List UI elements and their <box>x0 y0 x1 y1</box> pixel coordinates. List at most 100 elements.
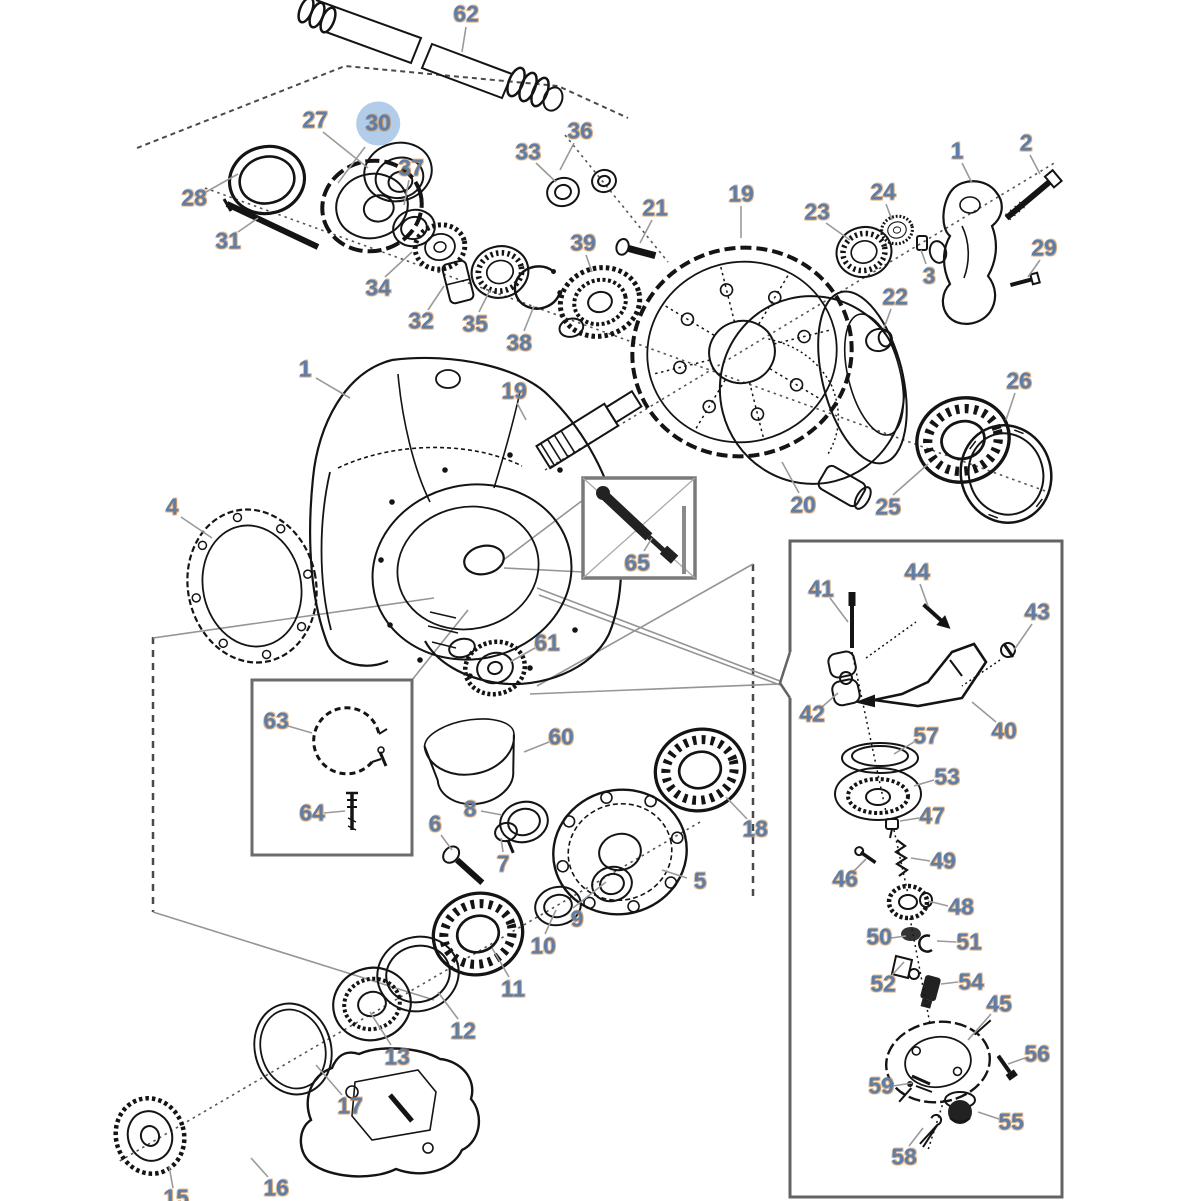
leader-line-2 <box>1029 154 1041 175</box>
part-12-ring <box>376 935 460 1013</box>
part-label-18[interactable]: 18 <box>742 815 768 842</box>
part-label-46[interactable]: 46 <box>832 865 858 892</box>
part-label-29[interactable]: 29 <box>1031 234 1057 261</box>
part-label-65[interactable]: 65 <box>624 549 650 576</box>
leader-line-8 <box>480 810 503 816</box>
leader-line-60 <box>523 741 550 753</box>
part-label-16[interactable]: 16 <box>263 1174 289 1201</box>
part-label-22[interactable]: 22 <box>882 283 908 310</box>
leader-lines <box>168 26 1041 1189</box>
part-label-4[interactable]: 4 <box>165 493 179 520</box>
part-label-19[interactable]: 19 <box>501 377 527 404</box>
part-label-7[interactable]: 7 <box>496 850 510 877</box>
part-label-20[interactable]: 20 <box>790 491 816 518</box>
part-26-ring <box>959 424 1053 524</box>
part-label-1[interactable]: 1 <box>950 137 964 164</box>
part-label-13[interactable]: 13 <box>384 1043 410 1070</box>
part-label-21[interactable]: 21 <box>642 194 668 221</box>
part-label-33[interactable]: 33 <box>515 138 541 165</box>
part-label-30-highlighted[interactable]: 30 <box>365 109 391 136</box>
part-label-61[interactable]: 61 <box>534 629 560 656</box>
part-31-pin <box>222 198 320 250</box>
part-label-47[interactable]: 47 <box>919 802 945 829</box>
part-label-43[interactable]: 43 <box>1024 598 1050 625</box>
part-label-58[interactable]: 58 <box>891 1143 917 1170</box>
part-label-27[interactable]: 27 <box>302 106 328 133</box>
leader-line-11 <box>491 947 510 978</box>
part-label-25[interactable]: 25 <box>875 493 901 520</box>
part-label-11[interactable]: 11 <box>500 975 526 1002</box>
part-label-23[interactable]: 23 <box>804 198 830 225</box>
part-label-59[interactable]: 59 <box>868 1072 894 1099</box>
part-label-44[interactable]: 44 <box>904 558 930 585</box>
leader-line-5 <box>661 869 688 879</box>
part-label-32[interactable]: 32 <box>408 307 434 334</box>
leader-line-41 <box>829 597 849 623</box>
part-label-41[interactable]: 41 <box>808 575 834 602</box>
part-label-2[interactable]: 2 <box>1019 129 1033 156</box>
leader-line-38 <box>523 305 535 332</box>
part-label-53[interactable]: 53 <box>934 763 960 790</box>
part-label-57[interactable]: 57 <box>913 722 939 749</box>
part-label-5[interactable]: 5 <box>693 867 707 894</box>
part-label-36[interactable]: 36 <box>567 117 593 144</box>
leader-line-52 <box>891 961 905 976</box>
part-label-34[interactable]: 34 <box>365 274 391 301</box>
part-label-51[interactable]: 51 <box>956 928 982 955</box>
leader-line-55 <box>977 1111 1000 1120</box>
leader-line-64 <box>323 810 346 814</box>
part-label-37[interactable]: 37 <box>398 154 424 181</box>
part-39-gear-cluster <box>557 265 643 339</box>
part-label-48[interactable]: 48 <box>948 893 974 920</box>
part-label-15[interactable]: 15 <box>163 1184 189 1201</box>
part-15-gear <box>113 1096 187 1176</box>
leader-line-36 <box>559 142 575 171</box>
part-6-bolt <box>442 845 485 885</box>
part-label-9[interactable]: 9 <box>570 905 584 932</box>
part-label-62[interactable]: 62 <box>453 0 479 27</box>
leader-line-46 <box>853 858 867 872</box>
part-label-64[interactable]: 64 <box>299 799 325 826</box>
part-60-cradle <box>423 718 515 806</box>
part-label-56[interactable]: 56 <box>1024 1040 1050 1067</box>
part-label-63[interactable]: 63 <box>263 707 289 734</box>
part-label-49[interactable]: 49 <box>930 847 956 874</box>
part-label-35[interactable]: 35 <box>462 310 488 337</box>
part-54-barrel <box>920 975 941 1009</box>
part-label-45[interactable]: 45 <box>986 990 1012 1017</box>
part-label-60[interactable]: 60 <box>548 723 574 750</box>
part-48-gear <box>886 883 933 921</box>
part-label-24[interactable]: 24 <box>870 178 896 205</box>
part-1-housing <box>309 356 623 686</box>
leader-line-47 <box>899 817 920 822</box>
leader-line-43 <box>1013 623 1033 651</box>
part-label-55[interactable]: 55 <box>998 1108 1024 1135</box>
part-label-28[interactable]: 28 <box>181 184 207 211</box>
part-label-39[interactable]: 39 <box>570 229 596 256</box>
leader-line-1 <box>315 377 351 399</box>
part-label-3[interactable]: 3 <box>922 262 936 289</box>
part-label-17[interactable]: 17 <box>337 1092 363 1119</box>
part-label-31[interactable]: 31 <box>215 227 241 254</box>
part-label-50[interactable]: 50 <box>866 923 892 950</box>
part-label-38[interactable]: 38 <box>506 329 532 356</box>
part-label-52[interactable]: 52 <box>870 970 896 997</box>
leader-line-17 <box>315 1064 343 1096</box>
part-label-10[interactable]: 10 <box>530 932 556 959</box>
part-label-6[interactable]: 6 <box>428 810 442 837</box>
leader-line-59 <box>892 1082 913 1087</box>
part-label-8[interactable]: 8 <box>463 795 477 822</box>
leader-line-9 <box>572 881 607 909</box>
leader-line-40 <box>971 701 997 723</box>
part-label-1[interactable]: 1 <box>298 355 312 382</box>
part-label-54[interactable]: 54 <box>958 968 984 995</box>
part-label-42[interactable]: 42 <box>799 700 825 727</box>
part-53-cup <box>834 767 922 821</box>
part-label-12[interactable]: 12 <box>450 1017 476 1044</box>
part-label-40[interactable]: 40 <box>991 717 1017 744</box>
part-65-tool <box>596 486 686 574</box>
leader-line-26 <box>1005 392 1016 421</box>
leader-line-63 <box>287 725 313 734</box>
part-label-26[interactable]: 26 <box>1006 367 1032 394</box>
part-label-19[interactable]: 19 <box>728 180 754 207</box>
